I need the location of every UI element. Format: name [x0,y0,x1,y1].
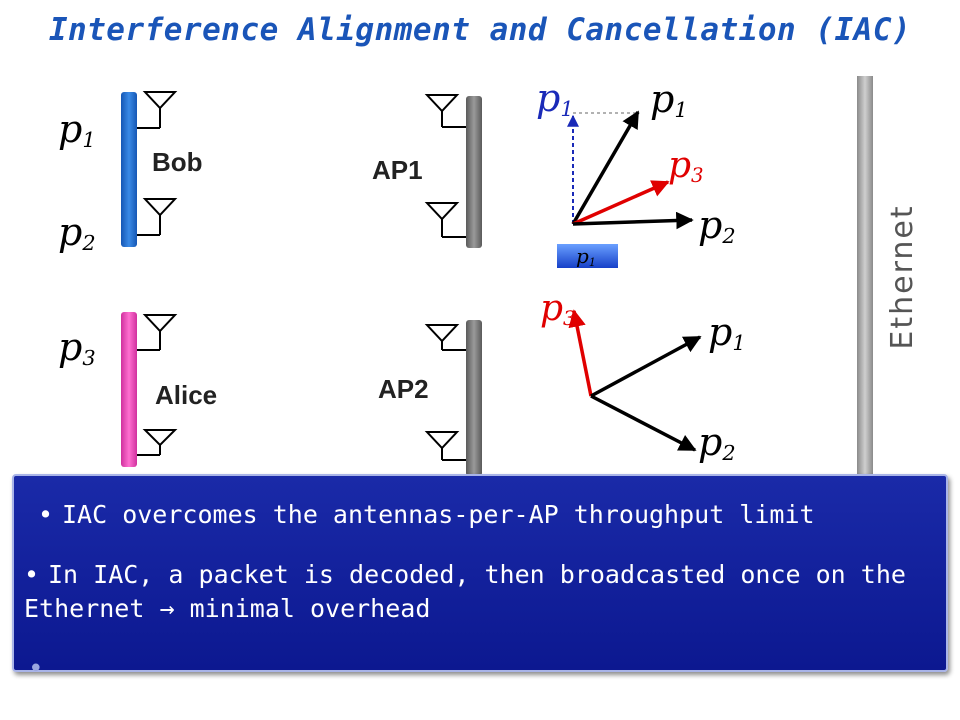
alice-label: Alice [155,380,217,410]
empty-bullet-dot: • [28,654,44,684]
bullet-1: • IAC overcomes the antennas-per-AP throu… [38,498,950,532]
ethernet-label: Ethernet [885,204,920,349]
bullet-dot: • [24,560,40,589]
bob-device [121,91,178,247]
ap1-vector-diagram [567,110,694,230]
bullet-dot: • [38,500,54,529]
bob-p1-label: p1 [58,107,96,152]
ap2-p2-vector-label: p2 [698,420,736,465]
ap2-vector-diagram [568,309,702,452]
page-title: Interference Alignment and Cancellation … [48,12,912,48]
ap2-p3-vector-label: p3 [540,288,576,330]
alice-device [121,312,178,467]
bullet-2-text: In IAC, a packet is decoded, then broadc… [24,560,906,623]
bob-p2-label: p2 [58,210,96,255]
alice-p3-label: p3 [58,325,96,370]
ap2-label: AP2 [378,374,429,404]
decoded-p1-tag-label: p1 [576,244,596,269]
bullet-2: •In IAC, a packet is decoded, then broad… [24,558,936,626]
ap1-p1-vector-label: p1 [650,77,688,122]
bob-label: Bob [152,147,203,177]
summary-box: • IAC overcomes the antennas-per-AP throu… [12,474,950,684]
bullet-1-text: IAC overcomes the antennas-per-AP throug… [62,500,815,529]
ap2-p1-vector-label: p1 [708,310,746,355]
ap2-device [424,320,482,476]
decoded-p1-tag [557,244,618,268]
ap1-p2-vector-label: p2 [698,203,736,248]
ap1-device [424,94,482,248]
ap1-p3-vector-label: p3 [668,145,704,187]
ap1-label: AP1 [372,155,423,185]
ethernet-bar [857,76,873,476]
ap1-p1-projection-label: p1 [536,76,574,121]
